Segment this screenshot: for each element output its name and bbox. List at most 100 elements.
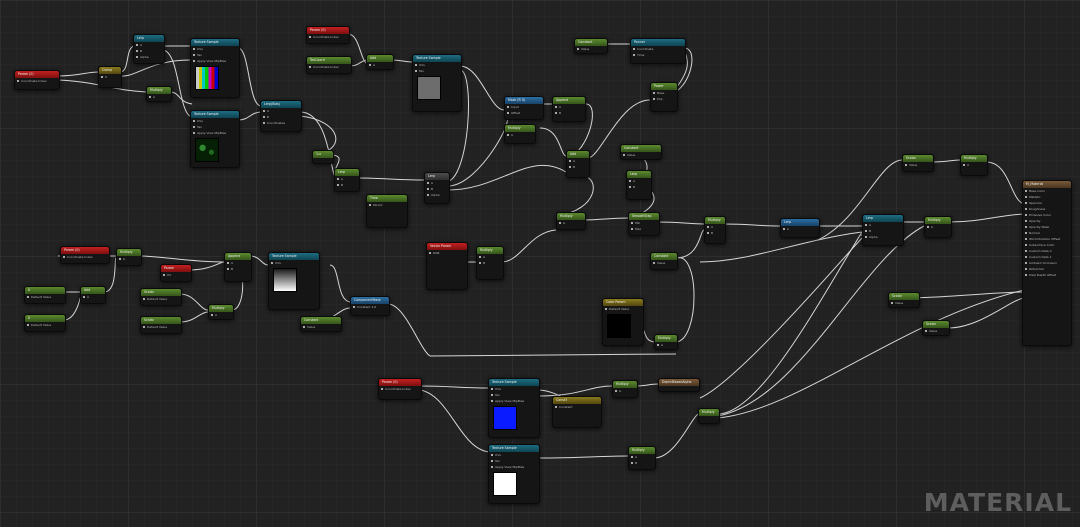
pin-refraction[interactable]: Refraction bbox=[1023, 266, 1071, 272]
pin[interactable]: Value bbox=[889, 300, 919, 306]
constant-node[interactable]: 0 Default Value bbox=[24, 286, 66, 304]
multiply-node[interactable]: Multiply A B bbox=[628, 446, 656, 470]
pin[interactable]: Tex bbox=[191, 52, 239, 58]
multiply-node[interactable]: Multiply A B bbox=[476, 246, 504, 280]
pin[interactable]: A bbox=[557, 220, 585, 226]
pin[interactable]: A bbox=[477, 254, 503, 260]
pin-normal[interactable]: Normal bbox=[1023, 230, 1071, 236]
constant-node[interactable]: Constant Value bbox=[650, 252, 678, 270]
multiply-node[interactable]: Multiply A bbox=[654, 334, 678, 350]
power-node[interactable]: Power Base Exp bbox=[650, 82, 678, 112]
pin[interactable]: UVs bbox=[489, 452, 539, 458]
pin-metallic[interactable]: Metallic bbox=[1023, 194, 1071, 200]
pin[interactable]: A bbox=[705, 224, 725, 230]
multiply-node[interactable]: Multiply A bbox=[146, 86, 172, 102]
pin[interactable]: Apply View MipBias bbox=[489, 398, 539, 404]
texture-sample-node[interactable]: Texture Sample UVs Tex Apply View MipBia… bbox=[488, 444, 540, 504]
append-node[interactable]: Append A B bbox=[224, 252, 252, 282]
pin-world-position-offset[interactable]: World Position Offset bbox=[1023, 236, 1071, 242]
pin-ambient-occlusion[interactable]: Ambient Occlusion bbox=[1023, 260, 1071, 266]
pin[interactable]: Coordinates bbox=[261, 120, 301, 126]
lerp-node[interactable]: Lerp A bbox=[780, 218, 820, 238]
pin[interactable]: Apply View MipBias bbox=[191, 58, 239, 64]
pin[interactable]: Period bbox=[367, 202, 407, 208]
pin[interactable]: A bbox=[81, 294, 105, 300]
scalar-node[interactable]: Scalar Value bbox=[922, 320, 950, 336]
pin[interactable]: Apply View MipBias bbox=[489, 464, 539, 470]
multiply-node[interactable]: Multiply A bbox=[960, 154, 988, 176]
scalar-node[interactable]: Scalar Value bbox=[902, 154, 934, 172]
pin-roughness[interactable]: Roughness bbox=[1023, 206, 1071, 212]
pin[interactable]: Default Value bbox=[141, 324, 181, 330]
pin[interactable]: Base bbox=[651, 90, 677, 96]
pin[interactable]: A bbox=[863, 222, 903, 228]
multiply-node[interactable]: Multiply A bbox=[208, 304, 234, 320]
pin-opacity[interactable]: Opacity bbox=[1023, 218, 1071, 224]
pin[interactable]: UVs bbox=[191, 118, 239, 124]
pin-opacity-mask[interactable]: Opacity Mask bbox=[1023, 224, 1071, 230]
pin[interactable]: UVs bbox=[489, 386, 539, 392]
pin[interactable]: A bbox=[781, 226, 819, 232]
pin[interactable]: A bbox=[613, 388, 637, 394]
pin[interactable]: A bbox=[961, 162, 987, 168]
pin[interactable]: Default Value bbox=[25, 294, 65, 300]
pin[interactable]: UV bbox=[161, 272, 191, 278]
pin-subsurface[interactable]: Subsurface Color bbox=[1023, 242, 1071, 248]
add-node[interactable]: Add A bbox=[80, 286, 106, 304]
param-node[interactable]: Param UV bbox=[160, 264, 192, 282]
pin[interactable]: Apply View MipBias bbox=[191, 130, 239, 136]
param-node[interactable]: Param (0) Coordinate Index bbox=[60, 246, 110, 264]
scalar-node[interactable]: Scalar Default Value bbox=[140, 288, 182, 306]
texture-sample-node[interactable]: Texture Sample UVs Tex bbox=[412, 54, 462, 112]
mask-node[interactable]: Mask (R G) Input Offset bbox=[504, 96, 544, 120]
pin[interactable]: Alpha bbox=[425, 192, 449, 198]
pin[interactable]: Value bbox=[301, 324, 341, 330]
pin[interactable]: Value bbox=[575, 46, 607, 52]
pin[interactable]: Min bbox=[629, 220, 659, 226]
pin[interactable]: Tex bbox=[191, 124, 239, 130]
pin[interactable]: Coordinate Index bbox=[15, 78, 59, 84]
add-node[interactable]: Add A B bbox=[566, 150, 590, 178]
pin-custom-data-1[interactable]: Custom Data 1 bbox=[1023, 254, 1071, 260]
pin[interactable]: A bbox=[655, 342, 677, 348]
multiply-node[interactable]: Multiply A B bbox=[704, 216, 726, 244]
pin[interactable]: Time bbox=[631, 52, 685, 58]
texcoord-node[interactable]: TexCoord Coordinate Index bbox=[306, 56, 352, 74]
pin[interactable]: Alpha bbox=[863, 234, 903, 240]
texture-sample-node[interactable]: Texture Sample UVs Tex Apply View MipBia… bbox=[488, 378, 540, 438]
pin[interactable]: A bbox=[629, 454, 655, 460]
pin[interactable]: B bbox=[425, 186, 449, 192]
pin[interactable]: Tex bbox=[489, 392, 539, 398]
multiply-node[interactable]: Multiply A bbox=[612, 380, 638, 398]
pin-base-color[interactable]: Base Color bbox=[1023, 188, 1071, 194]
pin[interactable]: Alpha bbox=[134, 54, 164, 60]
pin[interactable]: Constant 1.0 bbox=[351, 304, 389, 310]
add-node[interactable]: Add A bbox=[366, 54, 394, 70]
lerp-node[interactable]: Lerp A B Alpha bbox=[862, 214, 904, 246]
pin[interactable]: Value bbox=[621, 152, 661, 158]
component-mask-node[interactable]: ComponentMask Constant 1.0 bbox=[350, 296, 390, 316]
pin[interactable]: A bbox=[134, 42, 164, 48]
lerp-node[interactable]: Lerp A B Alpha bbox=[133, 34, 165, 64]
pin[interactable]: Coordinate Index bbox=[61, 254, 109, 260]
pin[interactable]: B bbox=[261, 114, 301, 120]
pin[interactable]: Value bbox=[923, 328, 949, 334]
pin[interactable]: UVs bbox=[191, 46, 239, 52]
vector-param-node[interactable]: Vector Param RGB bbox=[426, 242, 468, 290]
constant-node[interactable]: 0 Default Value bbox=[24, 314, 66, 332]
pin[interactable]: B bbox=[134, 48, 164, 54]
pin-pixel-depth-offset[interactable]: Pixel Depth Offset bbox=[1023, 272, 1071, 278]
pin[interactable]: Coordinate Index bbox=[307, 34, 349, 40]
pin[interactable]: Tex bbox=[489, 458, 539, 464]
pin[interactable]: Input bbox=[505, 104, 543, 110]
constant-node[interactable]: Constant Value bbox=[300, 316, 342, 332]
pin[interactable]: Value bbox=[903, 162, 933, 168]
multiply-node[interactable]: Multiply A bbox=[116, 248, 142, 266]
multiply-node[interactable]: Multiply A bbox=[924, 216, 952, 238]
pin[interactable]: Default Value bbox=[141, 296, 181, 302]
pin[interactable]: A bbox=[117, 256, 141, 262]
pin[interactable]: A bbox=[627, 178, 651, 184]
pin[interactable]: A bbox=[505, 132, 535, 138]
pin[interactable]: A bbox=[209, 312, 233, 318]
